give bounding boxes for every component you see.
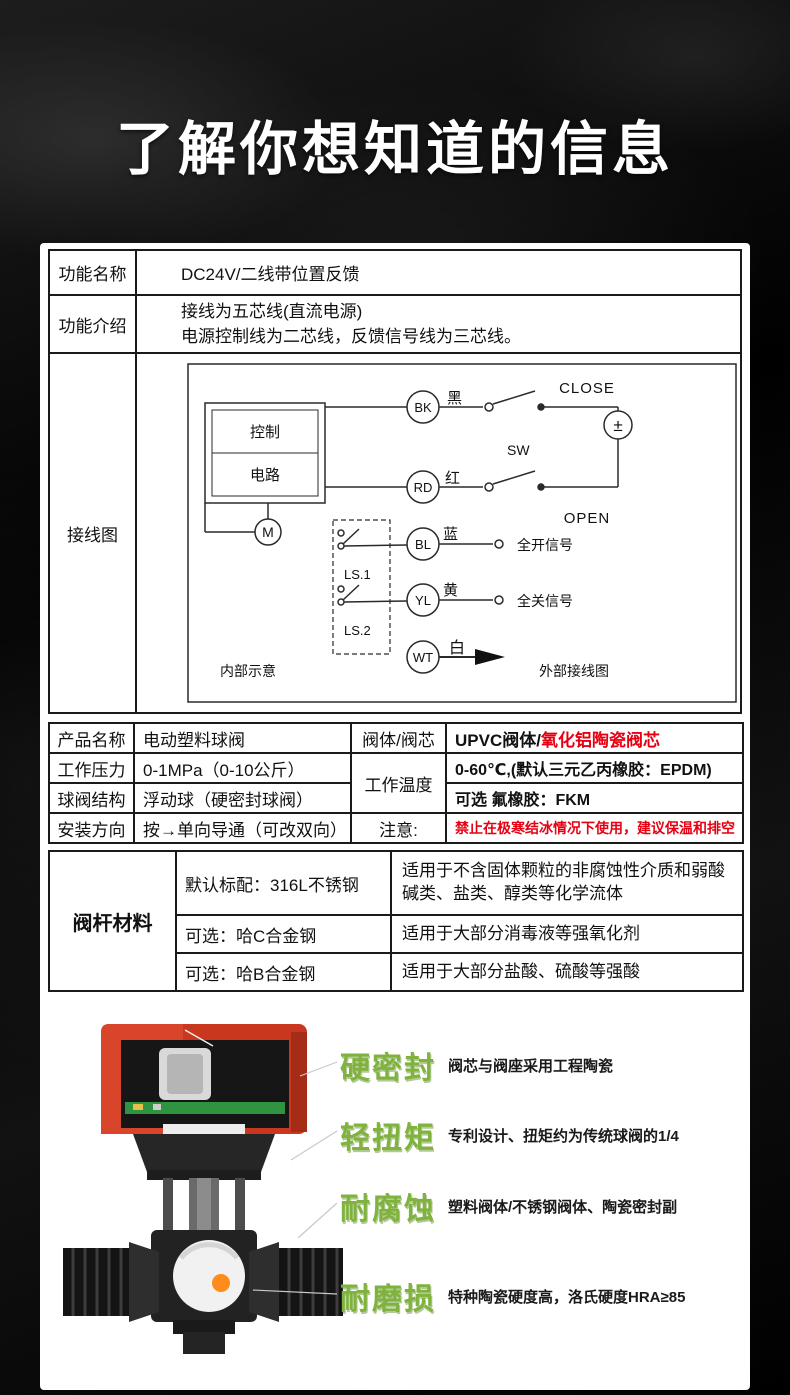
limit-switch-1-label: LS.1 (344, 567, 371, 582)
open-label: OPEN (564, 510, 611, 527)
function-intro-line2: 电源控制线为二芯线，反馈信号线为三芯线。 (181, 327, 521, 346)
function-name-value: DC24V/二线带位置反馈 (135, 249, 742, 296)
wiring-diagram-label: 接线图 (48, 352, 137, 714)
body-material: UPVC阀体/ (455, 730, 541, 750)
function-info-table: 功能名称 DC24V/二线带位置反馈 功能介绍 接线为五芯线(直流电源) 电源控… (48, 249, 742, 714)
feature-title: 耐腐蚀 (340, 1193, 436, 1226)
external-wiring-label: 外部接线图 (539, 663, 609, 679)
note-value: 禁止在极寒结冰情况下使用，建议保温和排空 (445, 812, 744, 844)
stem-material-option: 可选：哈B合金钢 (175, 952, 392, 992)
limit-switch-2-label: LS.2 (344, 623, 371, 638)
power-symbol: ± (613, 416, 622, 435)
feature-corrosion-resistant: 耐腐蚀 塑料阀体/不锈钢阀体、陶瓷密封副 (340, 1184, 677, 1228)
product-name-value: 电动塑料球阀 (133, 722, 352, 754)
function-name-label: 功能名称 (48, 249, 137, 296)
table-row: 接线图 (48, 352, 742, 714)
feature-hard-seal: 硬密封 阀芯与阀座采用工程陶瓷 (340, 1043, 613, 1087)
feature-description: 专利设计、扭矩约为传统球阀的1/4 (448, 1127, 679, 1145)
wire-code-bk: BK (414, 400, 432, 415)
table-row: 安装方向 按→单向导通（可改双向） 注意: 禁止在极寒结冰情况下使用，建议保温和… (48, 812, 744, 844)
feature-connector-lines (252, 1061, 338, 1295)
wire-color-blue: 蓝 (443, 526, 458, 543)
wire-code-wt: WT (413, 650, 433, 665)
feature-description: 阀芯与阀座采用工程陶瓷 (448, 1057, 614, 1075)
function-intro-label: 功能介绍 (48, 294, 137, 354)
structure-label: 球阀结构 (48, 782, 135, 814)
feature-description: 塑料阀体/不锈钢阀体、陶瓷密封副 (448, 1198, 678, 1216)
wiring-diagram: 控制 电路 M BK RD BL YL WT 黑 红 蓝 黄 白 CLOSE O… (187, 363, 737, 703)
stem-material-option: 默认标配：316L不锈钢 (175, 850, 392, 916)
product-spec-table: 产品名称 电动塑料球阀 阀体/阀芯 UPVC阀体/氧化铝陶瓷阀芯 工作压力 0-… (48, 722, 744, 844)
wire-color-yellow: 黄 (443, 582, 458, 599)
wire-color-white: 白 (449, 639, 465, 657)
stem-material-option: 可选：哈C合金钢 (175, 914, 392, 954)
wire-code-yl: YL (415, 593, 431, 608)
wire-code-bl: BL (415, 537, 431, 552)
feature-description: 特种陶瓷硬度高，洛氏硬度HRA≥85 (448, 1288, 686, 1306)
stem-material-usage: 适用于大部分盐酸、硫酸等强酸 (390, 952, 744, 992)
stem-material-table: 阀杆材料 默认标配：316L不锈钢 适用于不含固体颗粒的非腐蚀性介质和弱酸碱类、… (48, 850, 744, 992)
table-row: 阀杆材料 默认标配：316L不锈钢 适用于不含固体颗粒的非腐蚀性介质和弱酸碱类、… (48, 850, 744, 992)
feature-light-torque: 轻扭矩 专利设计、扭矩约为传统球阀的1/4 (340, 1113, 679, 1157)
wire-code-rd: RD (414, 480, 433, 495)
temperature-label: 工作温度 (350, 752, 447, 814)
feature-wear-resistant: 耐磨损 特种陶瓷硬度高，洛氏硬度HRA≥85 (340, 1274, 685, 1318)
white-wire-arrow-icon (475, 649, 505, 665)
feature-title: 耐磨损 (340, 1283, 436, 1316)
feature-title: 硬密封 (340, 1052, 436, 1085)
internal-schematic-label: 内部示意 (220, 663, 276, 679)
control-box-label-line1: 控制 (250, 424, 280, 441)
feature-section: 硬密封 阀芯与阀座采用工程陶瓷 轻扭矩 专利设计、扭矩约为传统球阀的1/4 耐腐… (48, 998, 742, 1376)
motor-symbol: M (262, 524, 274, 540)
note-label: 注意: (350, 812, 447, 844)
pressure-value: 0-1MPa（0-10公斤） (133, 752, 352, 784)
table-row: 球阀结构 浮动球（硬密封球阀） 可选 氟橡胶：FKM (48, 782, 744, 814)
stem-material-label: 阀杆材料 (48, 850, 177, 992)
wire-color-black: 黑 (447, 390, 462, 407)
table-row: 可选：哈B合金钢 适用于大部分盐酸、硫酸等强酸 (49, 952, 744, 992)
stem-material-usage: 适用于不含固体颗粒的非腐蚀性介质和弱酸碱类、盐类、醇类等化学流体 (390, 850, 744, 916)
table-row: 产品名称 电动塑料球阀 阀体/阀芯 UPVC阀体/氧化铝陶瓷阀芯 (48, 722, 744, 754)
direction-value: 按→单向导通（可改双向） (133, 812, 352, 844)
content-card: 功能名称 DC24V/二线带位置反馈 功能介绍 接线为五芯线(直流电源) 电源控… (40, 243, 750, 1390)
structure-value: 浮动球（硬密封球阀） (133, 782, 352, 814)
close-signal-label: 全关信号 (517, 593, 573, 609)
table-row: 功能名称 DC24V/二线带位置反馈 (48, 249, 742, 296)
body-core-label: 阀体/阀芯 (350, 722, 447, 754)
function-intro-value: 接线为五芯线(直流电源) 电源控制线为二芯线，反馈信号线为三芯线。 (135, 294, 742, 354)
feature-title: 轻扭矩 (340, 1122, 436, 1155)
temperature-value-line1: 0-60℃,(默认三元乙丙橡胶：EPDM) (445, 752, 744, 784)
wiring-diagram-cell: 控制 电路 M BK RD BL YL WT 黑 红 蓝 黄 白 CLOSE O… (135, 352, 742, 714)
close-label: CLOSE (559, 380, 615, 397)
control-box-label-line2: 电路 (250, 467, 280, 484)
wire-color-red: 红 (445, 470, 460, 487)
stem-material-usage: 适用于大部分消毒液等强氧化剂 (390, 914, 744, 954)
direction-label: 安装方向 (48, 812, 135, 844)
temperature-value-line2: 可选 氟橡胶：FKM (445, 782, 744, 814)
open-signal-label: 全开信号 (517, 537, 573, 553)
page-title: 了解你想知道的信息 (115, 117, 674, 182)
body-core-value: UPVC阀体/氧化铝陶瓷阀芯 (445, 722, 744, 754)
core-material: 氧化铝陶瓷阀芯 (540, 730, 660, 750)
function-intro-line1: 接线为五芯线(直流电源) (181, 301, 363, 321)
table-row: 可选：哈C合金钢 适用于大部分消毒液等强氧化剂 (49, 914, 744, 954)
product-name-label: 产品名称 (48, 722, 135, 754)
table-row: 工作压力 0-1MPa（0-10公斤） 工作温度 0-60℃,(默认三元乙丙橡胶… (48, 752, 744, 814)
table-row: 功能介绍 接线为五芯线(直流电源) 电源控制线为二芯线，反馈信号线为三芯线。 (48, 294, 742, 354)
valve-cutaway-image (63, 1024, 343, 1354)
pressure-label: 工作压力 (48, 752, 135, 784)
switch-label: SW (507, 442, 530, 458)
